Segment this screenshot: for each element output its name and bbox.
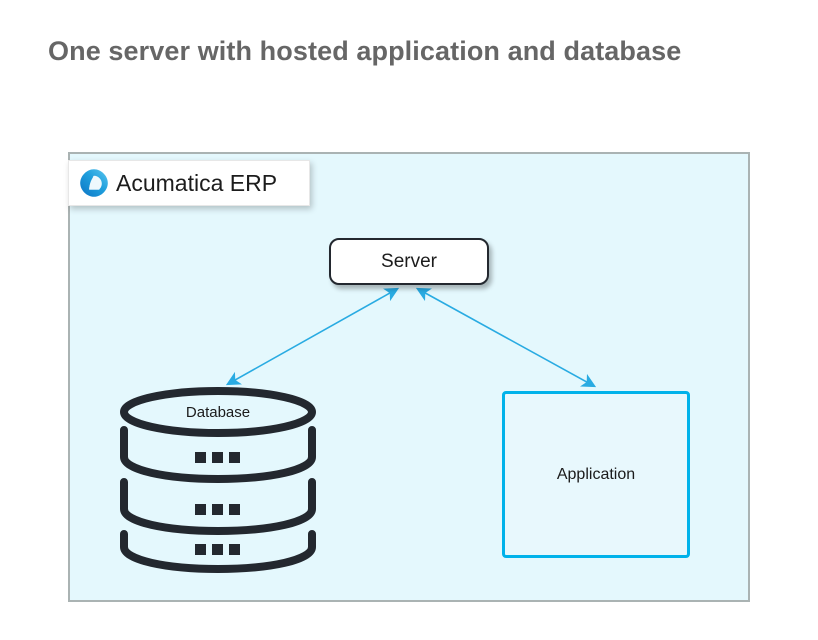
- database-dots: [195, 452, 240, 555]
- node-application[interactable]: Application: [502, 391, 690, 558]
- database-cylinder-icon: [120, 387, 316, 574]
- node-server[interactable]: Server: [329, 238, 489, 285]
- node-application-label: Application: [556, 465, 636, 483]
- page-title: One server with hosted application and d…: [48, 36, 682, 66]
- node-database[interactable]: Database: [116, 384, 320, 576]
- brand-chip: Acumatica ERP: [68, 160, 310, 206]
- brand-label: Acumatica ERP: [116, 169, 278, 196]
- node-server-label: Server: [381, 250, 437, 272]
- acumatica-logo-icon: [80, 169, 108, 197]
